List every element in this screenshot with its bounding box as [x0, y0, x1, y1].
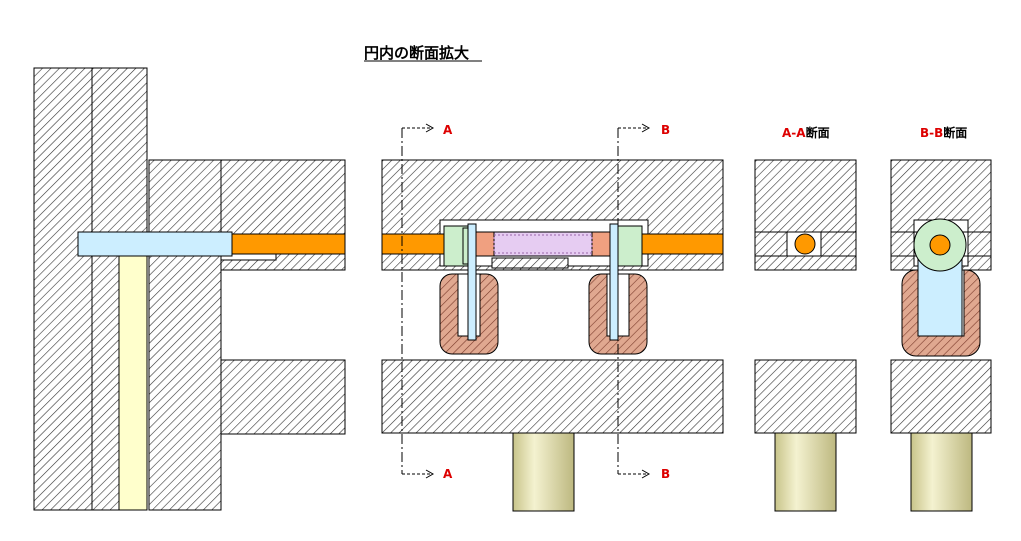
a-rod-circle [794, 233, 816, 255]
center-rod [475, 231, 611, 257]
section-a-caption-suffix: 断面 [806, 125, 830, 140]
column-center [512, 432, 575, 512]
inner-post [118, 255, 148, 511]
rod-left [381, 233, 445, 255]
cyan-shaft [77, 231, 233, 257]
b-rod-circle [929, 234, 951, 256]
collar-right [617, 225, 643, 267]
lower-plate [220, 359, 346, 435]
b-lower-plate [890, 359, 992, 434]
enlarged-view [381, 159, 724, 512]
lower-plate-center [381, 359, 724, 434]
orange-rod [220, 233, 346, 255]
b-column [910, 432, 973, 512]
center-rod-end-right [591, 231, 611, 257]
diagram-title: 円内の断面拡大 [364, 44, 469, 62]
marker-a-top: A [443, 123, 453, 137]
center-rod-end-left [475, 231, 495, 257]
section-a-view: A-A断面 [754, 125, 857, 512]
mid-block [148, 159, 222, 511]
marker-a-bottom: A [443, 467, 453, 481]
wall-left [33, 67, 93, 511]
pin-right [609, 223, 619, 341]
section-lines [401, 123, 651, 479]
section-a-caption-letters: A-A [782, 126, 806, 140]
section-b-caption-letters: B-B [920, 126, 943, 140]
a-lower-plate [754, 359, 857, 434]
cavity-bottom-insert [491, 257, 569, 269]
section-b-caption: B-B断面 [920, 125, 967, 140]
slot-white [220, 253, 277, 261]
pin-left [467, 223, 477, 341]
center-rod-inner [493, 234, 593, 254]
section-b-view: B-B断面 [890, 125, 992, 512]
marker-b-top: B [661, 123, 670, 137]
section-b-caption-suffix: 断面 [943, 125, 967, 140]
overview-panel [33, 67, 346, 511]
a-column [774, 432, 837, 512]
section-a-caption: A-A断面 [782, 125, 830, 140]
rod-right [641, 233, 724, 255]
marker-b-bottom: B [661, 467, 670, 481]
